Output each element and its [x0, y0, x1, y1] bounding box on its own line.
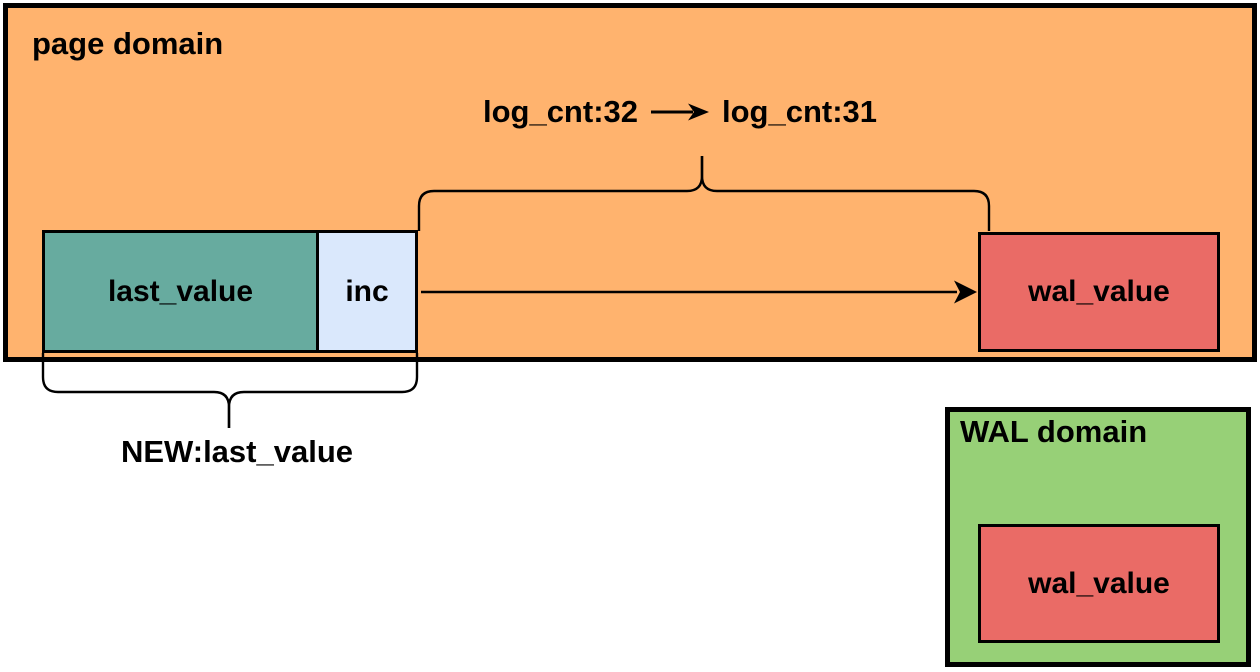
inc-label: inc [345, 274, 389, 308]
inc-box: inc [316, 230, 418, 353]
wal-value-wal-label: wal_value [1028, 566, 1170, 600]
log-cnt-to-label: log_cnt:31 [722, 94, 878, 129]
wal-value-wal-box: wal_value [978, 524, 1220, 643]
new-last-value-label: NEW:last_value [120, 434, 353, 469]
brace-right-arm [227, 353, 419, 428]
wal-domain-container: WAL domain wal_value [945, 407, 1251, 667]
wal-domain-title: WAL domain [960, 414, 1148, 449]
new-last-value-brace [41, 353, 419, 428]
wal-value-page-box: wal_value [978, 232, 1220, 352]
log-cnt-from-label: log_cnt:32 [482, 94, 638, 129]
page-domain-title: page domain [32, 26, 224, 61]
log-cnt-transition-label: log_cnt:32 log_cnt:31 [400, 94, 960, 130]
page-domain-container: page domain last_value inc wal_value [3, 3, 1257, 362]
brace-left-arm [41, 353, 231, 428]
last-value-label: last_value [107, 274, 254, 308]
last-value-box: last_value [42, 230, 319, 353]
wal-value-page-label: wal_value [1028, 275, 1170, 308]
arrow-right-icon [651, 103, 709, 121]
